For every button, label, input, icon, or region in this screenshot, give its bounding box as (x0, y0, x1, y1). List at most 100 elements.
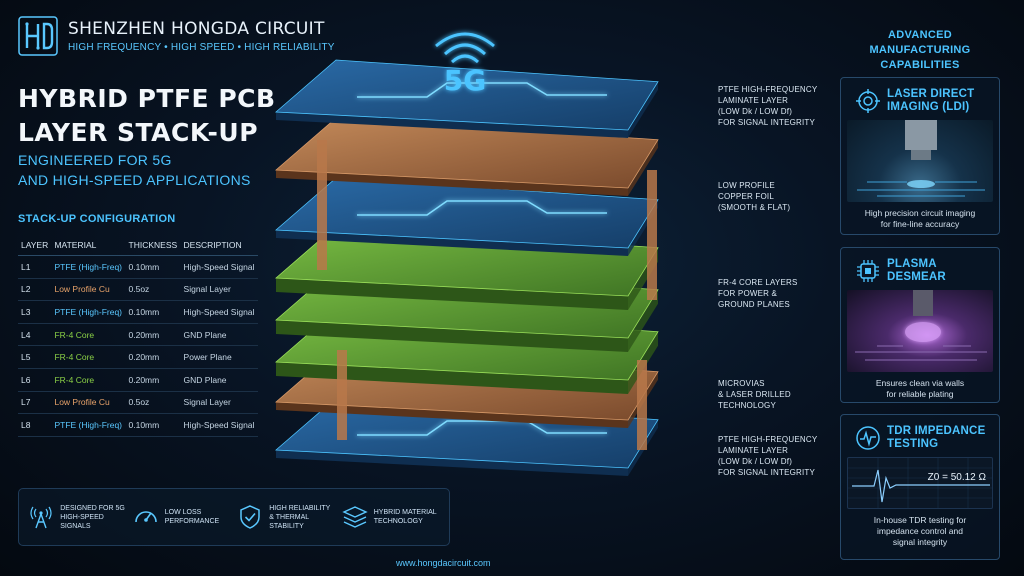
callout-line: FOR SIGNAL INTEGRITY (718, 468, 816, 477)
tdr-waveform (848, 458, 992, 508)
cell-layer: L7 (18, 391, 52, 415)
card-title: PLASMA DESMEAR (887, 258, 946, 284)
layer-plate-side (628, 289, 658, 352)
sub-title-line-1: ENGINEERED FOR 5G (18, 152, 172, 168)
company-tagline: HIGH FREQUENCY • HIGH SPEED • HIGH RELIA… (68, 42, 335, 53)
cell-material: FR-4 Core (51, 345, 126, 369)
signal-trace (357, 82, 607, 98)
company-name: SHENZHEN HONGDA CIRCUIT (68, 19, 325, 39)
card-title: TDR IMPEDANCE TESTING (887, 425, 985, 451)
callout-line: & LASER DRILLED (718, 390, 791, 399)
capability-card-ldi: LASER DIRECT IMAGING (LDI) High precisio… (840, 77, 1000, 235)
via-columns (317, 110, 657, 460)
feature-reliability: HIGH RELIABILITY & THERMAL STABILITY (237, 504, 335, 531)
callout-line: PTFE HIGH-FREQUENCY (718, 85, 818, 94)
callout-line: (LOW Dk / LOW Df) (718, 107, 793, 116)
cell-description: High-Speed Signal (180, 413, 258, 437)
cell-description: High-Speed Signal (180, 300, 258, 324)
feature-bar: DESIGNED FOR 5G HIGH-SPEED SIGNALS LOW L… (18, 488, 450, 546)
cell-thickness: 0.10mm (125, 300, 181, 324)
website-link[interactable]: www.hongdacircuit.com (396, 558, 491, 568)
stackup-heading: STACK-UP CONFIGURATION (18, 213, 176, 225)
chip-icon (857, 259, 879, 282)
cell-layer: L5 (18, 345, 52, 369)
card-header: TDR IMPEDANCE TESTING (841, 415, 999, 453)
card-title-line: TESTING (887, 437, 939, 450)
cell-thickness: 0.5oz (125, 278, 181, 302)
capability-card-tdr: TDR IMPEDANCE TESTING Z0 = 50.12 Ω In-ho… (840, 414, 1000, 560)
col-header-layer: LAYER (18, 236, 52, 256)
card-desc-line: In-house TDR testing for (873, 515, 967, 525)
layer-plate-side (628, 139, 658, 196)
cell-thickness: 0.10mm (125, 413, 181, 437)
card-description: High precision circuit imaging for fine-… (841, 202, 999, 234)
cell-layer: L6 (18, 368, 52, 392)
card-desc-line: for reliable plating (886, 389, 954, 399)
signal-trace (357, 420, 607, 436)
copper-pillar (317, 140, 327, 270)
feature-label: DESIGNED FOR 5G HIGH-SPEED SIGNALS (60, 504, 125, 530)
card-title-line: DESMEAR (887, 270, 946, 283)
sub-title-line-2: AND HIGH-SPEED APPLICATIONS (18, 172, 251, 188)
feature-label: HYBRID MATERIAL TECHNOLOGY (373, 509, 437, 525)
ldi-machine-image (847, 120, 993, 202)
cell-thickness: 0.20mm (125, 345, 181, 369)
callout-ptfe-bottom: PTFE HIGH-FREQUENCY LAMINATE LAYER (LOW … (718, 434, 826, 478)
callout-line: LAMINATE LAYER (718, 446, 789, 455)
stackup-header-row: LAYER MATERIAL THICKNESS DESCRIPTION (18, 236, 258, 256)
layer-plate-side (276, 362, 628, 394)
wifi-signal-icon (435, 32, 495, 64)
callout-line: (SMOOTH & FLAT) (718, 203, 791, 212)
card-desc-line: High precision circuit imaging (864, 208, 976, 218)
cell-layer: L2 (18, 278, 52, 302)
callout-copper-foil: LOW PROFILE COPPER FOIL (SMOOTH & FLAT) (718, 180, 826, 213)
plasma-illustration (855, 290, 987, 361)
shield-check-icon (240, 505, 260, 529)
copper-pillar (647, 170, 657, 300)
layer-plate-side (276, 230, 628, 256)
copper-pillar (637, 360, 647, 450)
layer-plate-top (274, 59, 659, 131)
cell-material: Low Profile Cu (51, 391, 126, 415)
main-title-line-2: LAYER STACK-UP (18, 118, 259, 147)
feature-hybrid: HYBRID MATERIAL TECHNOLOGY (342, 504, 440, 530)
callout-microvias: MICROVIAS & LASER DRILLED TECHNOLOGY (718, 378, 826, 411)
cell-thickness: 0.10mm (125, 255, 181, 279)
layer-plate-side (276, 170, 628, 196)
cell-description: GND Plane (180, 323, 258, 347)
brand-header: SHENZHEN HONGDA CIRCUIT HIGH FREQUENCY •… (18, 16, 335, 56)
layer-plate-side (276, 320, 628, 352)
layer-plate-side (276, 450, 628, 476)
callout-line: FOR POWER & (718, 289, 778, 298)
card-title-line: IMAGING (LDI) (887, 100, 970, 113)
plasma-chamber-image (847, 290, 993, 372)
cell-description: High-Speed Signal (180, 255, 258, 279)
main-title-line-1: HYBRID PTFE PCB (18, 84, 276, 113)
capability-card-plasma: PLASMA DESMEAR Ensures clean via walls f… (840, 247, 1000, 403)
cell-material: FR-4 Core (51, 323, 126, 347)
cell-material: FR-4 Core (51, 368, 126, 392)
layers-icon (342, 506, 368, 528)
cell-layer: L3 (18, 300, 52, 324)
callout-line: TECHNOLOGY (718, 401, 777, 410)
callout-line: GROUND PLANES (718, 300, 790, 309)
laser-head-illustration (857, 120, 985, 197)
card-desc-line: signal integrity (892, 537, 948, 547)
card-desc-line: impedance control and (876, 526, 963, 536)
card-desc-line: Ensures clean via walls (875, 378, 965, 388)
waveform-icon (856, 425, 880, 450)
cell-description: Power Plane (180, 345, 258, 369)
card-header: PLASMA DESMEAR (841, 248, 999, 286)
sub-title: ENGINEERED FOR 5G AND HIGH-SPEED APPLICA… (18, 150, 278, 190)
layer-plate-side (276, 112, 628, 138)
